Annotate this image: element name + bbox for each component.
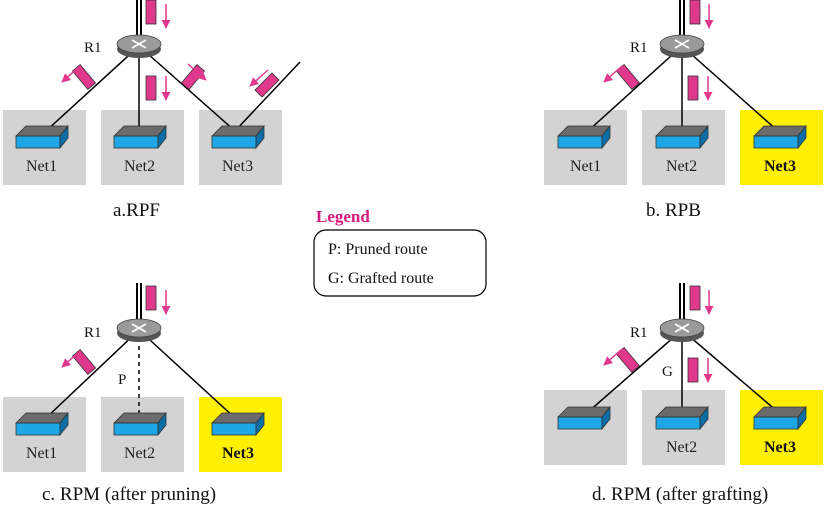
switch-icon	[655, 125, 709, 149]
net-label: Net2	[124, 158, 155, 175]
panel-b: R1 Net1 Net2 Net3 b. RPB	[544, 0, 823, 221]
router-label: R1	[84, 40, 102, 56]
grafted-route-label: G	[662, 364, 673, 380]
caption-c: c. RPM (after pruning)	[42, 484, 216, 505]
net-label: Net3	[222, 445, 254, 462]
panel-d: R1 G Net2 Net3 d. RPM (after grafting)	[544, 283, 823, 505]
caption-d: d. RPM (after grafting)	[592, 484, 768, 505]
legend-title: Legend	[316, 207, 370, 226]
net-label: Net2	[124, 445, 155, 462]
switch-icon	[211, 412, 265, 436]
pruned-route-label: P	[118, 372, 126, 388]
switch-icon	[557, 406, 611, 430]
switch-icon	[557, 125, 611, 149]
switch-icon	[113, 125, 167, 149]
panel-a: R1 Net1 Net2 Net3 a.RPF	[3, 0, 301, 221]
switch-icon	[113, 412, 167, 436]
net-label: Net3	[764, 158, 796, 175]
panel-c: R1 P Net1 Net2 Net3 c. RPM (after prunin…	[3, 283, 282, 505]
net-label: Net1	[26, 445, 57, 462]
switch-icon	[753, 125, 807, 149]
net-label: Net3	[222, 158, 253, 175]
net-label: Net3	[764, 439, 796, 456]
switch-icon	[753, 406, 807, 430]
router-label: R1	[630, 40, 648, 56]
net-label: Net2	[666, 439, 697, 456]
router-icon	[659, 318, 705, 343]
switch-icon	[15, 125, 69, 149]
switch-icon	[655, 406, 709, 430]
caption-b: b. RPB	[646, 200, 701, 221]
incoming-packet-a	[145, 0, 171, 29]
legend: Legend P: Pruned route G: Grafted route	[313, 207, 487, 297]
legend-item-grafted: G: Grafted route	[328, 270, 434, 287]
net-label: Net2	[666, 158, 697, 175]
legend-item-pruned: P: Pruned route	[328, 241, 428, 258]
router-label: R1	[84, 325, 102, 341]
router-label: R1	[630, 325, 648, 341]
net-label: Net1	[26, 158, 57, 175]
switch-icon	[211, 125, 265, 149]
router-icon	[659, 34, 705, 59]
caption-a: a.RPF	[113, 200, 160, 221]
router-icon	[116, 318, 162, 343]
net-label: Net1	[570, 158, 601, 175]
router-icon	[116, 34, 162, 59]
switch-icon	[15, 412, 69, 436]
